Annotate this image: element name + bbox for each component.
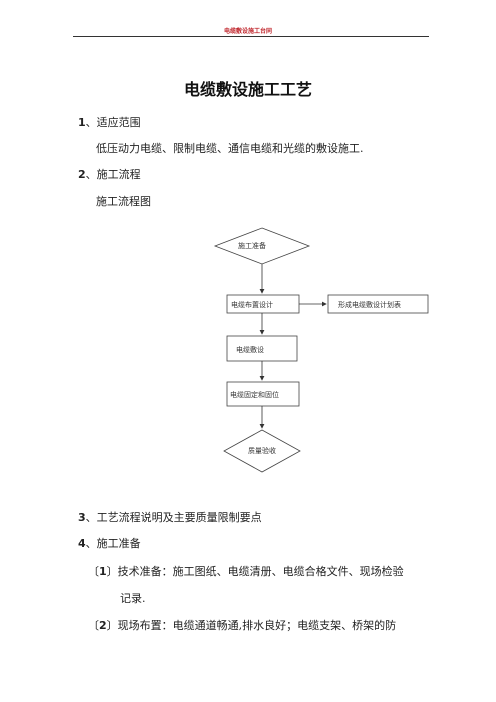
flow-fix-box [226,381,300,407]
item-1-text: 技术准备：施工图纸、电缆清册、电缆合格文件、现场检验 [117,565,404,578]
flow-fix-label: 电缆固定和固位 [230,390,279,399]
flow-start-label: 施工准备 [238,241,266,250]
flow-design-label: 电缆布置设计 [231,300,273,309]
section-2-number: 2 [78,168,86,181]
flowchart-caption: 施工流程图 [96,195,151,208]
section-4-heading: 4、施工准备 [78,535,141,551]
section-1-heading: 1、适应范围 [78,114,141,130]
section-4-title: 施工准备 [96,537,141,550]
flow-table-box [327,294,429,314]
flow-laying-label: 电缆敷设 [236,345,264,354]
flow-check-diamond [223,429,301,473]
item-1-continuation: 记录. [120,592,146,605]
section-1-body: 低压动力电缆、限制电缆、通信电缆和光缆的敷设施工. [96,142,364,155]
header-rule [73,36,429,37]
item-1-number: 1 [99,565,107,578]
item-2-close: 〕 [106,619,118,632]
header-text: 电缆敷设施工台同 [223,28,272,35]
section-1-number: 1 [78,116,86,129]
item-2: 〔2〕现场布置：电缆通道畅通,排水良好；电缆支架、桥架的防 [88,617,396,633]
item-1-close: 〕 [106,565,118,578]
section-3-sep: 、 [85,511,97,524]
item-2-text: 现场布置：电缆通道畅通,排水良好；电缆支架、桥架的防 [117,619,397,632]
item-2-number: 2 [99,619,107,632]
section-3-title: 工艺流程说明及主要质量限制要点 [96,511,262,524]
item-2-open: 〔 [88,619,99,632]
section-2-title: 施工流程 [96,168,141,181]
item-1-open: 〔 [88,565,99,578]
section-1-sep: 、 [85,116,97,129]
section-3-number: 3 [78,511,86,524]
section-4-number: 4 [78,537,86,550]
section-2-sep: 、 [85,168,97,181]
section-4-sep: 、 [85,537,97,550]
document-title: 电缆敷设施工工艺 [183,80,312,99]
flow-table-label: 形成电缆敷设计划表 [338,300,401,309]
section-1-title: 适应范围 [96,116,141,129]
section-3-heading: 3、工艺流程说明及主要质量限制要点 [78,509,262,525]
section-2-heading: 2、施工流程 [78,166,141,182]
flow-check-label: 质量验收 [248,446,276,455]
item-1: 〔1〕技术准备：施工图纸、电缆清册、电缆合格文件、现场检验 [88,563,404,579]
